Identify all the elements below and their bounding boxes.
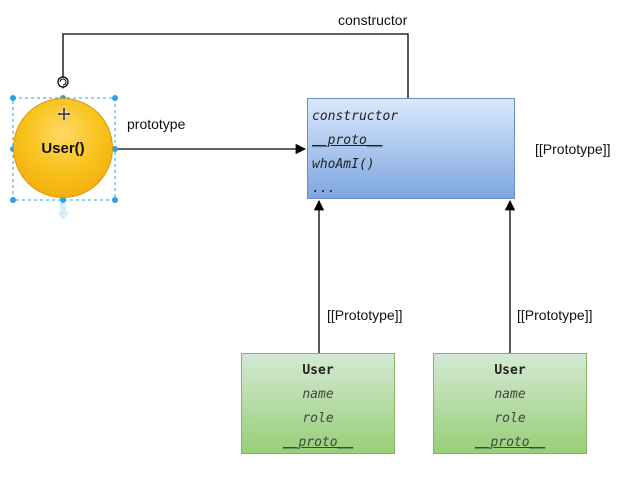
instance-field-role: role [494, 411, 526, 426]
prototype-object-box[interactable]: constructor __proto__ whoAmI() ... [307, 98, 515, 199]
prototype-edge-label: prototype [127, 116, 186, 132]
constructor-edge[interactable] [57, 33, 409, 98]
instance-field-role: role [302, 411, 334, 426]
instance-title: User [302, 363, 334, 378]
user-constructor-label: User() [41, 139, 85, 157]
user-instance-box-left[interactable]: User name role __proto__ [241, 353, 395, 454]
user-instance-box-right[interactable]: User name role __proto__ [433, 353, 587, 454]
instance-field-name: name [302, 387, 334, 402]
proto-line-constructor: constructor [312, 109, 399, 124]
resize-handle-s[interactable] [60, 197, 66, 203]
instance-left-proto-label: [[Prototype]] [327, 307, 403, 323]
resize-handle-se[interactable] [112, 197, 118, 203]
move-icon[interactable] [56, 106, 72, 122]
rotate-handle-icon[interactable] [57, 76, 69, 88]
instance-title: User [494, 363, 526, 378]
instance-right-proto-label: [[Prototype]] [517, 307, 593, 323]
proto-line-ellipsis: ... [312, 181, 336, 196]
prototype-object-proto-label: [[Prototype]] [535, 141, 611, 157]
resize-handle-sw[interactable] [10, 197, 16, 203]
instance-field-proto: __proto__ [474, 435, 546, 450]
user-constructor-node[interactable]: User() [13, 98, 113, 198]
resize-handle-ne[interactable] [112, 95, 118, 101]
instance-field-proto: __proto__ [282, 435, 354, 450]
proto-line-whoami: whoAmI() [312, 157, 375, 172]
connect-arrow-icon[interactable] [57, 203, 69, 220]
constructor-edge-label: constructor [338, 12, 408, 28]
resize-handle-nw[interactable] [10, 95, 16, 101]
resize-handle-e[interactable] [112, 146, 118, 152]
instance-field-name: name [494, 387, 526, 402]
proto-line-proto: __proto__ [312, 133, 383, 148]
